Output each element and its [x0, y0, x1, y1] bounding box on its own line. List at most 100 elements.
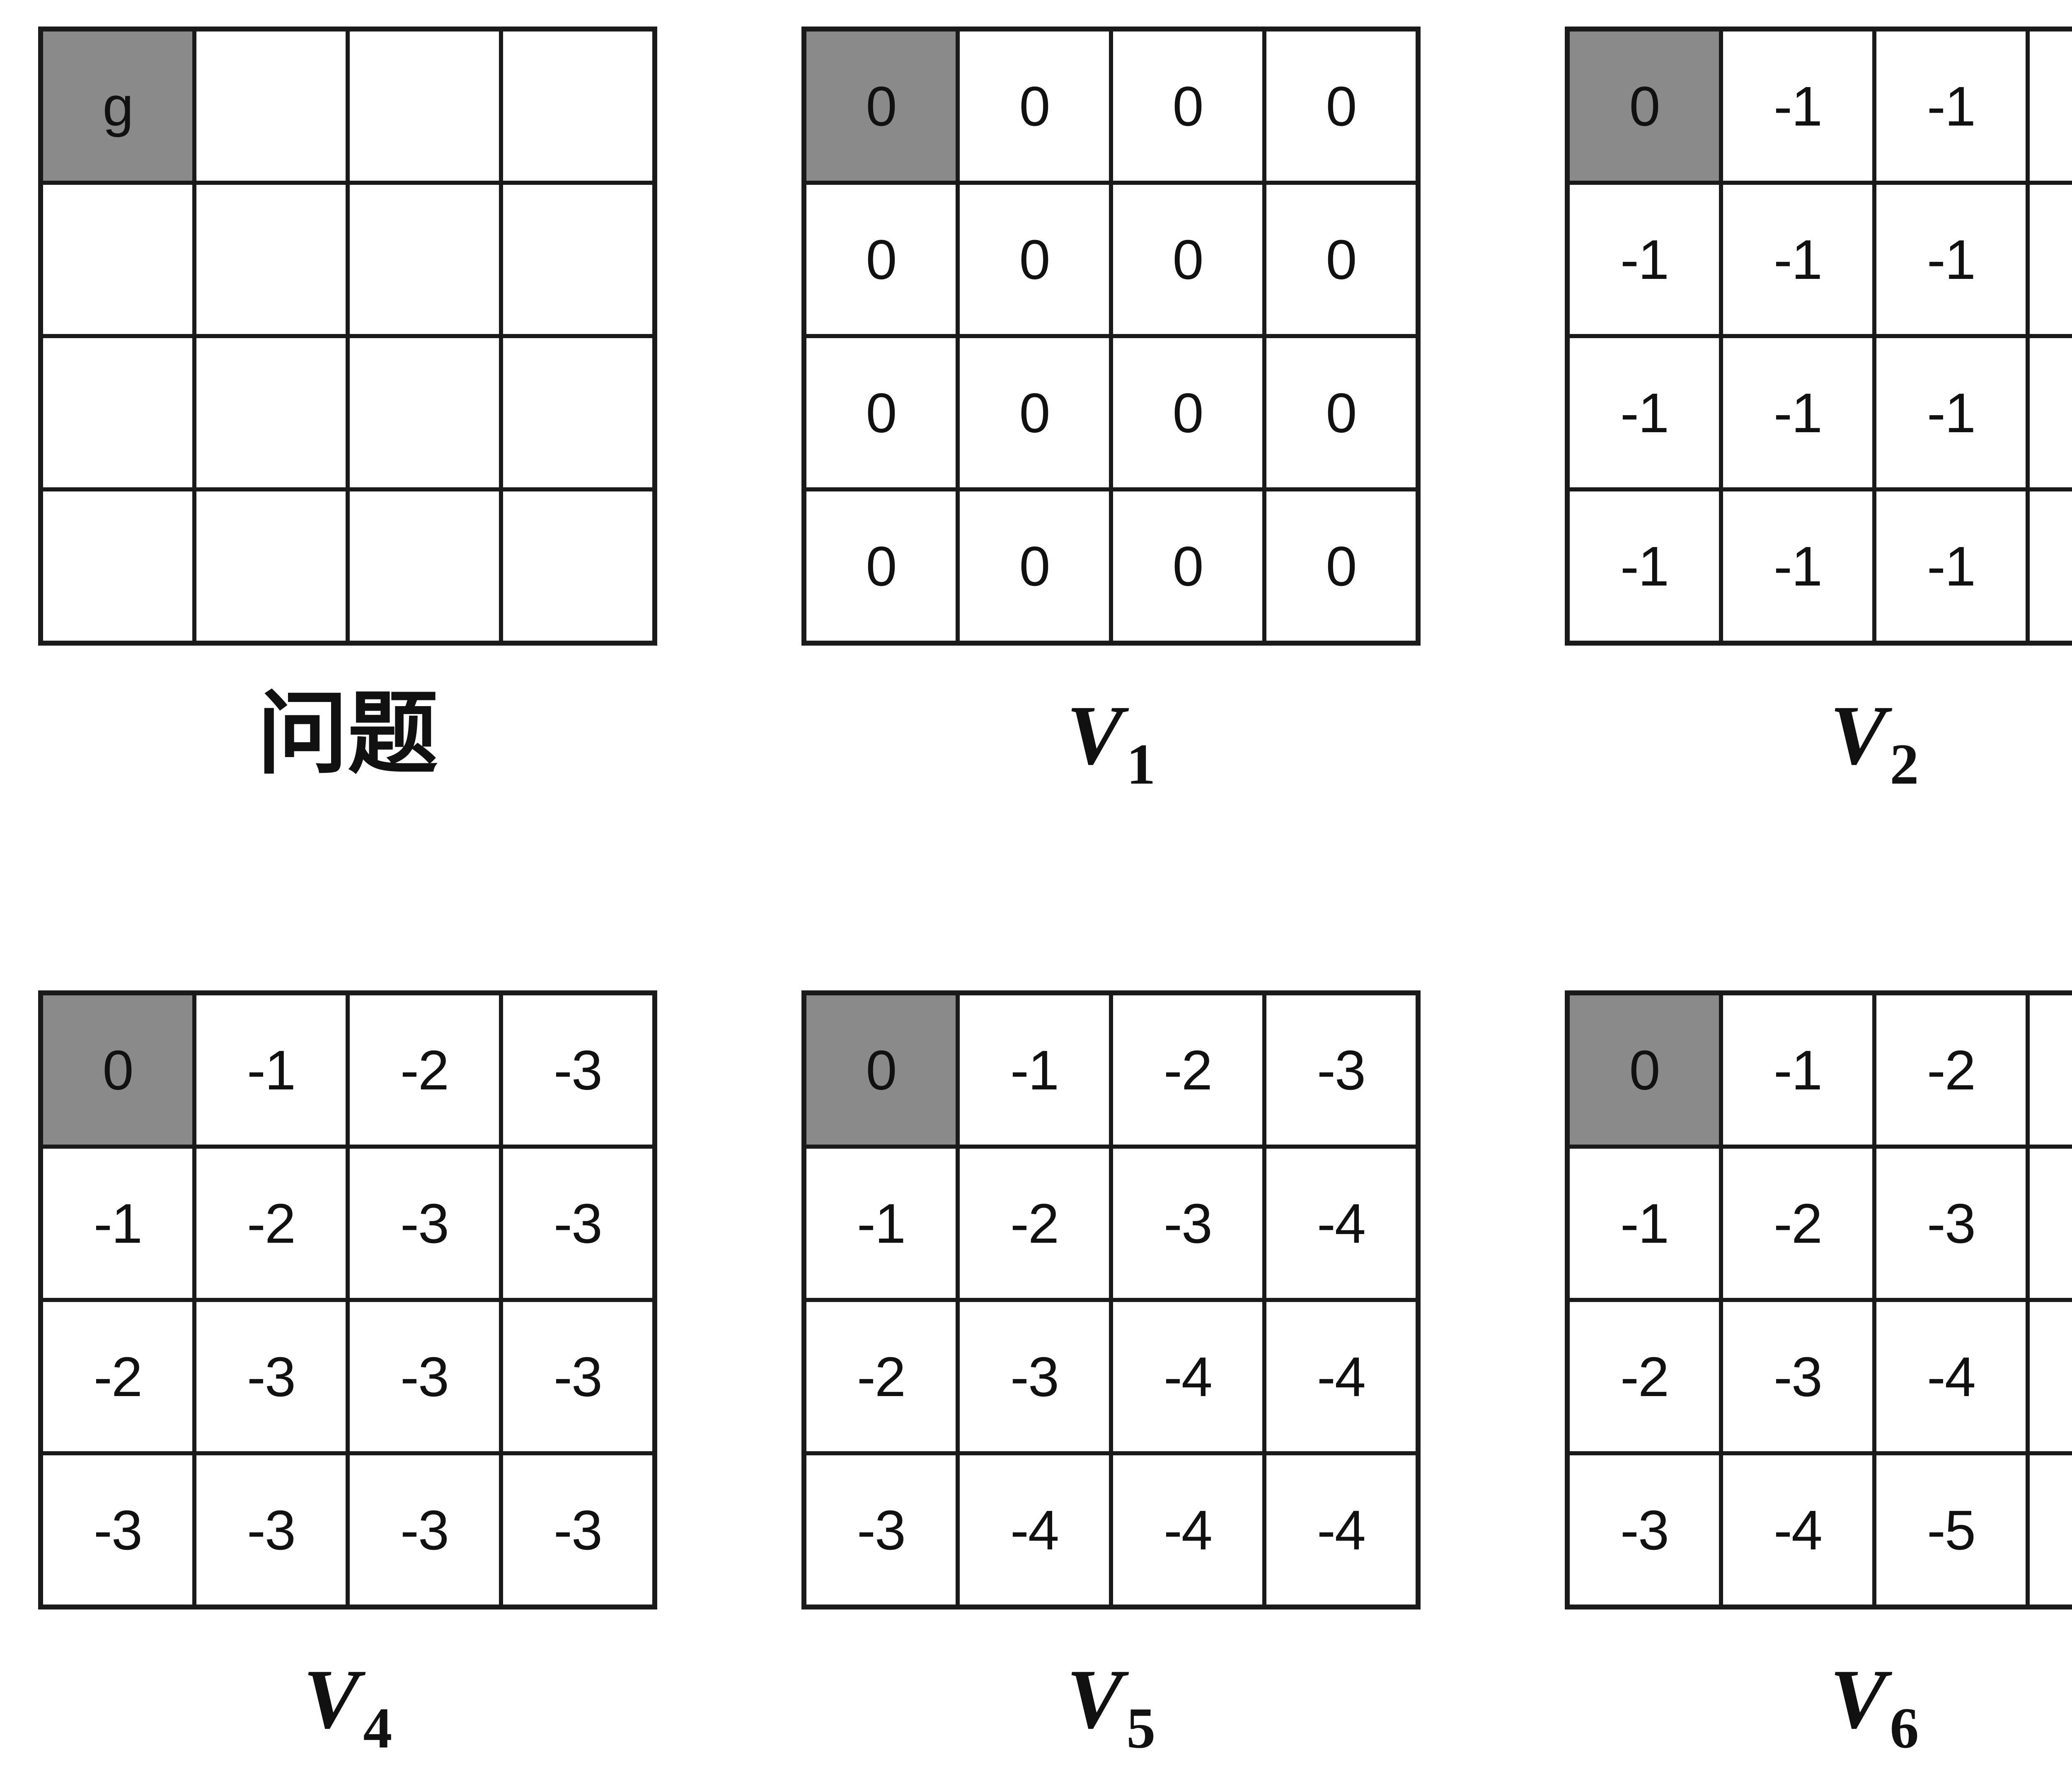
- goal-cell: 0: [806, 31, 956, 181]
- grid-cell: -1: [960, 995, 1109, 1145]
- goal-cell: 0: [806, 995, 956, 1145]
- grid-cell: -4: [1113, 1455, 1262, 1605]
- grid-cell: -3: [503, 1455, 652, 1605]
- label-base: V: [1830, 1652, 1887, 1746]
- grid-cell: [350, 31, 499, 181]
- label-base: V: [1066, 1652, 1123, 1746]
- grid-cell: -1: [1570, 491, 1719, 641]
- goal-cell: g: [43, 31, 192, 181]
- grid-cell: -2: [1570, 1302, 1719, 1451]
- grid-cell: -2: [1723, 1149, 1872, 1298]
- grid-cell: -1: [1876, 185, 2026, 334]
- grid-cell: -1: [43, 1149, 192, 1298]
- grid-cell: [350, 338, 499, 487]
- value-grid: 0-1-2-3-1-2-3-3-2-3-3-3-3-3-3-3: [38, 990, 657, 1609]
- grid-cell: [350, 491, 499, 641]
- grid-cell: -3: [1570, 1455, 1719, 1605]
- grid-cell: -1: [1723, 491, 1872, 641]
- grid-cell: -4: [1723, 1455, 1872, 1605]
- value-grid: 0-1-1-1-1-1-1-1-1-1-1-1-1-1-1-1: [1565, 27, 2072, 646]
- grid-cell: 0: [806, 491, 956, 641]
- grid-cell: [503, 185, 652, 334]
- grid-cell: -3: [350, 1455, 499, 1605]
- grid-cell: [503, 338, 652, 487]
- grid-cell: [43, 185, 192, 334]
- label-base: V: [1830, 688, 1887, 782]
- panel-label-cjk: 问题: [257, 685, 438, 785]
- grid-cell: -4: [1266, 1455, 1416, 1605]
- panel-v2: 0-1-1-1-1-1-1-1-1-1-1-1-1-1-1-1 V2: [1565, 27, 2072, 793]
- grid-cell: [196, 491, 346, 641]
- grid-cell: -4: [1113, 1302, 1262, 1451]
- grid-cell: -1: [2030, 185, 2072, 334]
- grid-cell: -3: [503, 1149, 652, 1298]
- label-sub: 5: [1126, 1696, 1156, 1760]
- grid-cell: -1: [806, 1149, 956, 1298]
- grid-cell: -3: [1266, 995, 1416, 1145]
- grid-cell: -1: [1876, 338, 2026, 487]
- grid-cell: -4: [1266, 1149, 1416, 1298]
- grid-cell: [196, 31, 346, 181]
- grid-cell: -1: [1723, 995, 1872, 1145]
- label-sub: 6: [1890, 1696, 1919, 1760]
- grid-cell: -1: [1723, 185, 1872, 334]
- grid-cell: -3: [350, 1149, 499, 1298]
- value-grid: 0-1-2-3-1-2-3-4-2-3-4-4-3-4-4-4: [801, 990, 1421, 1609]
- grid-cell: -2: [350, 995, 499, 1145]
- panel-label: 问题: [257, 681, 438, 789]
- grid-cell: -3: [1723, 1302, 1872, 1451]
- grid-cell: 0: [1113, 338, 1262, 487]
- grid-cell: 0: [960, 31, 1109, 181]
- grid-cell: [196, 185, 346, 334]
- grid-cell: -1: [2030, 338, 2072, 487]
- panel-v6: 0-1-2-3-1-2-3-4-2-3-4-5-3-4-5-5 V6: [1565, 990, 2072, 1757]
- grid-cell: -1: [1570, 1149, 1719, 1298]
- grid-cell: -4: [1876, 1302, 2026, 1451]
- grid-cell: -3: [503, 995, 652, 1145]
- label-base: V: [303, 1652, 360, 1746]
- grid-cell: -1: [2030, 491, 2072, 641]
- grid-cell: 0: [960, 338, 1109, 487]
- grid-cell: -3: [196, 1302, 346, 1451]
- grid-cell: -3: [350, 1302, 499, 1451]
- goal-cell: 0: [43, 995, 192, 1145]
- grid-cell: [503, 491, 652, 641]
- goal-cell: 0: [1570, 31, 1719, 181]
- grid-cell: -1: [1723, 338, 1872, 487]
- grid-cell: [350, 185, 499, 334]
- grid-cell: 0: [1113, 185, 1262, 334]
- label-base: V: [1066, 688, 1123, 782]
- grid-cell: 0: [1266, 31, 1416, 181]
- grid-cell: 0: [1266, 185, 1416, 334]
- grid-cell: -5: [2030, 1302, 2072, 1451]
- grid-cell: -4: [1266, 1302, 1416, 1451]
- grid-cell: -3: [196, 1455, 346, 1605]
- grid-cell: 0: [806, 185, 956, 334]
- grid-cell: -5: [2030, 1455, 2072, 1605]
- grid-cell: -1: [196, 995, 346, 1145]
- grid-cell: 0: [806, 338, 956, 487]
- grid-cell: 0: [960, 185, 1109, 334]
- grid-cell: 0: [1266, 338, 1416, 487]
- grid-cell: -2: [960, 1149, 1109, 1298]
- label-sub: 2: [1890, 732, 1919, 796]
- value-grid: 0-1-2-3-1-2-3-4-2-3-4-5-3-4-5-5: [1565, 990, 2072, 1609]
- grid-cell: 0: [1113, 31, 1262, 181]
- grid-cell: -4: [2030, 1149, 2072, 1298]
- grid-cell: -3: [1876, 1149, 2026, 1298]
- label-sub: 4: [363, 1696, 392, 1760]
- grid-cell: -2: [196, 1149, 346, 1298]
- grid-cell: [43, 491, 192, 641]
- grid-cell: -3: [2030, 995, 2072, 1145]
